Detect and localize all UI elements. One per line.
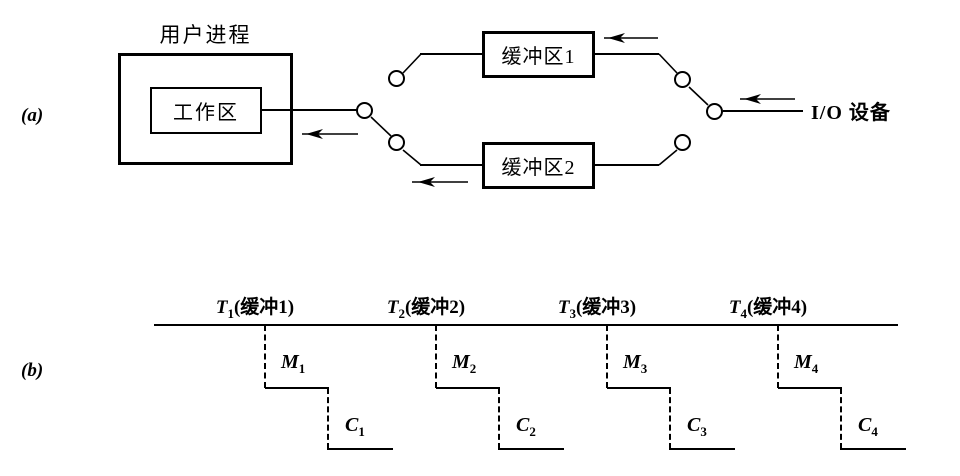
dashed-drop	[498, 388, 500, 449]
panel-a-label: (a)	[21, 105, 44, 126]
io-device-label: I/O 设备	[811, 102, 891, 124]
m1-segment	[265, 387, 329, 389]
t4-annotation: (缓冲4)	[746, 297, 808, 318]
m3-label: M3	[623, 351, 648, 376]
t1-subscript: 1	[227, 305, 234, 321]
c3-subscript: 3	[700, 424, 707, 439]
buffer1-label: 缓冲区1	[501, 46, 576, 68]
m4-segment	[778, 387, 842, 389]
c1-segment	[327, 448, 393, 450]
arrow-into-buffer1	[604, 33, 658, 43]
m2-label: M2	[452, 351, 477, 376]
t3-annotation: (缓冲3)	[575, 297, 637, 318]
dashed-drop	[606, 325, 608, 388]
buffer2-left-wire	[420, 164, 483, 166]
dashed-drop	[264, 325, 266, 388]
dashed-drop	[327, 388, 329, 449]
m3-letter: M	[623, 351, 641, 373]
panel-b-label: (b)	[21, 360, 44, 381]
buffer1-box: 缓冲区1	[482, 31, 595, 78]
t1-letter: T	[215, 297, 228, 318]
m1-letter: M	[281, 351, 299, 373]
dashed-drop	[435, 325, 437, 388]
dashed-drop	[777, 325, 779, 388]
c1-subscript: 1	[358, 424, 365, 439]
timeline-axis	[154, 324, 898, 326]
right-switch-lower-link	[658, 149, 678, 166]
right-switch-pole-link	[688, 86, 709, 106]
t2-letter: T	[386, 297, 399, 318]
c2-subscript: 2	[529, 424, 536, 439]
c3-letter: C	[687, 414, 701, 436]
arrow-from-io-device	[740, 94, 795, 104]
t2-label: T2(缓冲2)	[356, 292, 496, 321]
buffer1-right-wire	[595, 53, 659, 55]
t3-label: T3(缓冲3)	[527, 292, 667, 321]
m4-label: M4	[794, 351, 819, 376]
buffer1-left-wire	[420, 53, 483, 55]
dashed-drop	[840, 388, 842, 449]
left-switch-lower-contact	[388, 134, 405, 151]
t3-letter: T	[557, 297, 570, 318]
m1-label: M1	[281, 351, 306, 376]
right-switch-lower-contact	[674, 134, 691, 151]
t3-subscript: 3	[569, 305, 576, 321]
left-switch-pole-link	[370, 116, 392, 137]
right-switch-pole-contact	[706, 103, 723, 120]
m4-subscript: 4	[811, 361, 819, 376]
c4-letter: C	[858, 414, 872, 436]
m3-subscript: 3	[640, 361, 648, 376]
work-area-box: 工作区	[150, 87, 262, 134]
t1-annotation: (缓冲1)	[233, 297, 295, 318]
t4-subscript: 4	[740, 305, 747, 321]
t1-label: T1(缓冲1)	[185, 292, 325, 321]
m2-subscript: 2	[469, 361, 477, 376]
c3-segment	[669, 448, 735, 450]
c2-segment	[498, 448, 564, 450]
t2-subscript: 2	[398, 305, 405, 321]
buffer2-right-wire	[595, 164, 659, 166]
left-switch-lower-link	[402, 149, 422, 166]
t4-label: T4(缓冲4)	[698, 292, 838, 321]
buffer2-box: 缓冲区2	[482, 142, 595, 189]
right-switch-upper-contact	[674, 71, 691, 88]
buffer2-label: 缓冲区2	[501, 157, 576, 179]
arrow-out-of-buffer2	[412, 177, 468, 187]
left-switch-pole-contact	[356, 102, 373, 119]
m4-letter: M	[794, 351, 812, 373]
m2-letter: M	[452, 351, 470, 373]
t2-annotation: (缓冲2)	[404, 297, 466, 318]
c1-label: C1	[345, 414, 365, 439]
work-area-wire	[262, 109, 357, 111]
m2-segment	[436, 387, 500, 389]
m3-segment	[607, 387, 671, 389]
m1-subscript: 1	[298, 361, 306, 376]
c4-label: C4	[858, 414, 878, 439]
arrow-to-work-area	[302, 129, 358, 139]
c2-letter: C	[516, 414, 530, 436]
c3-label: C3	[687, 414, 707, 439]
c4-segment	[840, 448, 906, 450]
c1-letter: C	[345, 414, 359, 436]
left-switch-upper-contact	[388, 70, 405, 87]
user-process-title: 用户进程	[159, 23, 252, 47]
left-switch-upper-link	[402, 53, 422, 74]
io-device-wire	[723, 110, 803, 112]
t4-letter: T	[728, 297, 741, 318]
right-switch-upper-link	[658, 53, 678, 74]
work-area-label: 工作区	[173, 102, 239, 124]
dashed-drop	[669, 388, 671, 449]
c4-subscript: 4	[871, 424, 878, 439]
c2-label: C2	[516, 414, 536, 439]
